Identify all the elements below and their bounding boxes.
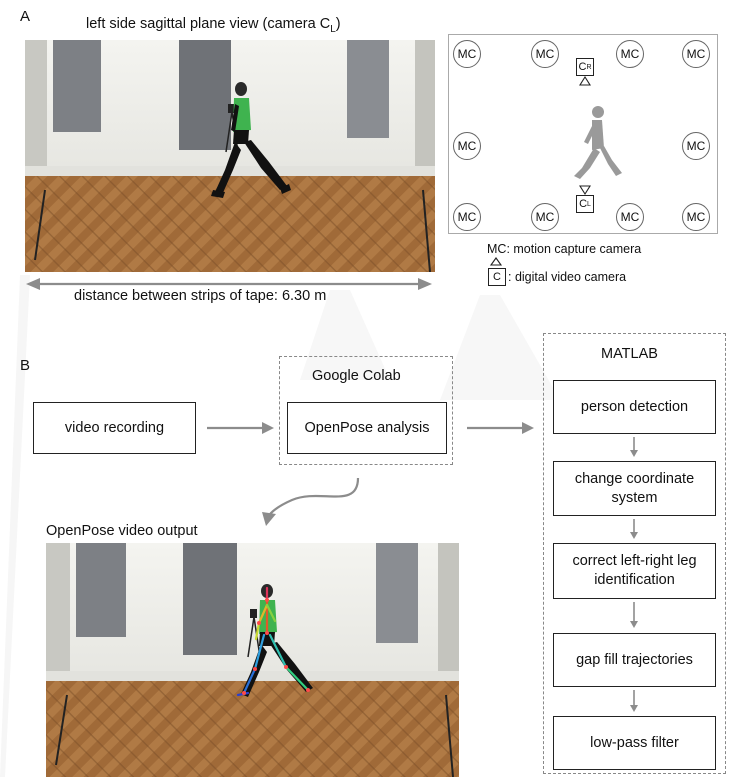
step-correct-leg: correct left-right leg identification: [553, 543, 716, 599]
mc-camera-icon: MC: [682, 203, 710, 231]
cam-letter: C: [579, 198, 588, 210]
cam-letter: C: [578, 61, 587, 73]
photo-title-main: left side sagittal plane view (camera C: [86, 16, 331, 32]
legend-mc: MC: motion capture camera: [487, 242, 642, 256]
mc-camera-icon: MC: [453, 40, 481, 68]
mc-camera-icon: MC: [616, 40, 644, 68]
step-low-pass-filter: low-pass filter: [553, 716, 716, 770]
photo-title-sub: L: [330, 23, 336, 35]
mc-camera-icon: MC: [531, 40, 559, 68]
cam-l-sub: L: [587, 200, 591, 208]
mc-camera-icon: MC: [616, 203, 644, 231]
camera-layout-diagram: [448, 34, 718, 234]
panel-a-letter: A: [20, 8, 31, 25]
photo-title: left side sagittal plane view (camera CL…: [86, 16, 341, 35]
walking-figure-icon: [574, 106, 622, 179]
google-colab-label: Google Colab: [312, 368, 401, 384]
distance-label: distance between strips of tape: 6.30 m: [74, 288, 327, 304]
video-recording-box: video recording: [33, 402, 196, 454]
google-colab-container: [279, 356, 453, 465]
openpose-output-photo: [46, 543, 459, 777]
matlab-label: MATLAB: [601, 346, 658, 362]
photo-title-end: ): [335, 16, 341, 32]
step-person-detection: person detection: [553, 380, 716, 434]
matlab-container: [543, 333, 726, 774]
step-gap-fill: gap fill trajectories: [553, 633, 716, 687]
panel-b-letter: B: [20, 357, 31, 374]
mc-camera-icon: MC: [453, 203, 481, 231]
openpose-analysis-box: OpenPose analysis: [287, 402, 447, 454]
openpose-output-label: OpenPose video output: [46, 523, 198, 539]
legend-camera-icon: C: [488, 268, 506, 286]
legend-camera: : digital video camera: [508, 270, 627, 284]
mc-camera-icon: MC: [682, 132, 710, 160]
mc-camera-icon: MC: [453, 132, 481, 160]
sagittal-view-photo: [25, 40, 435, 272]
step-change-coordinate: change coordinate system: [553, 461, 716, 516]
mc-camera-icon: MC: [531, 203, 559, 231]
cam-r-sub: R: [586, 63, 592, 71]
mc-camera-icon: MC: [682, 40, 710, 68]
